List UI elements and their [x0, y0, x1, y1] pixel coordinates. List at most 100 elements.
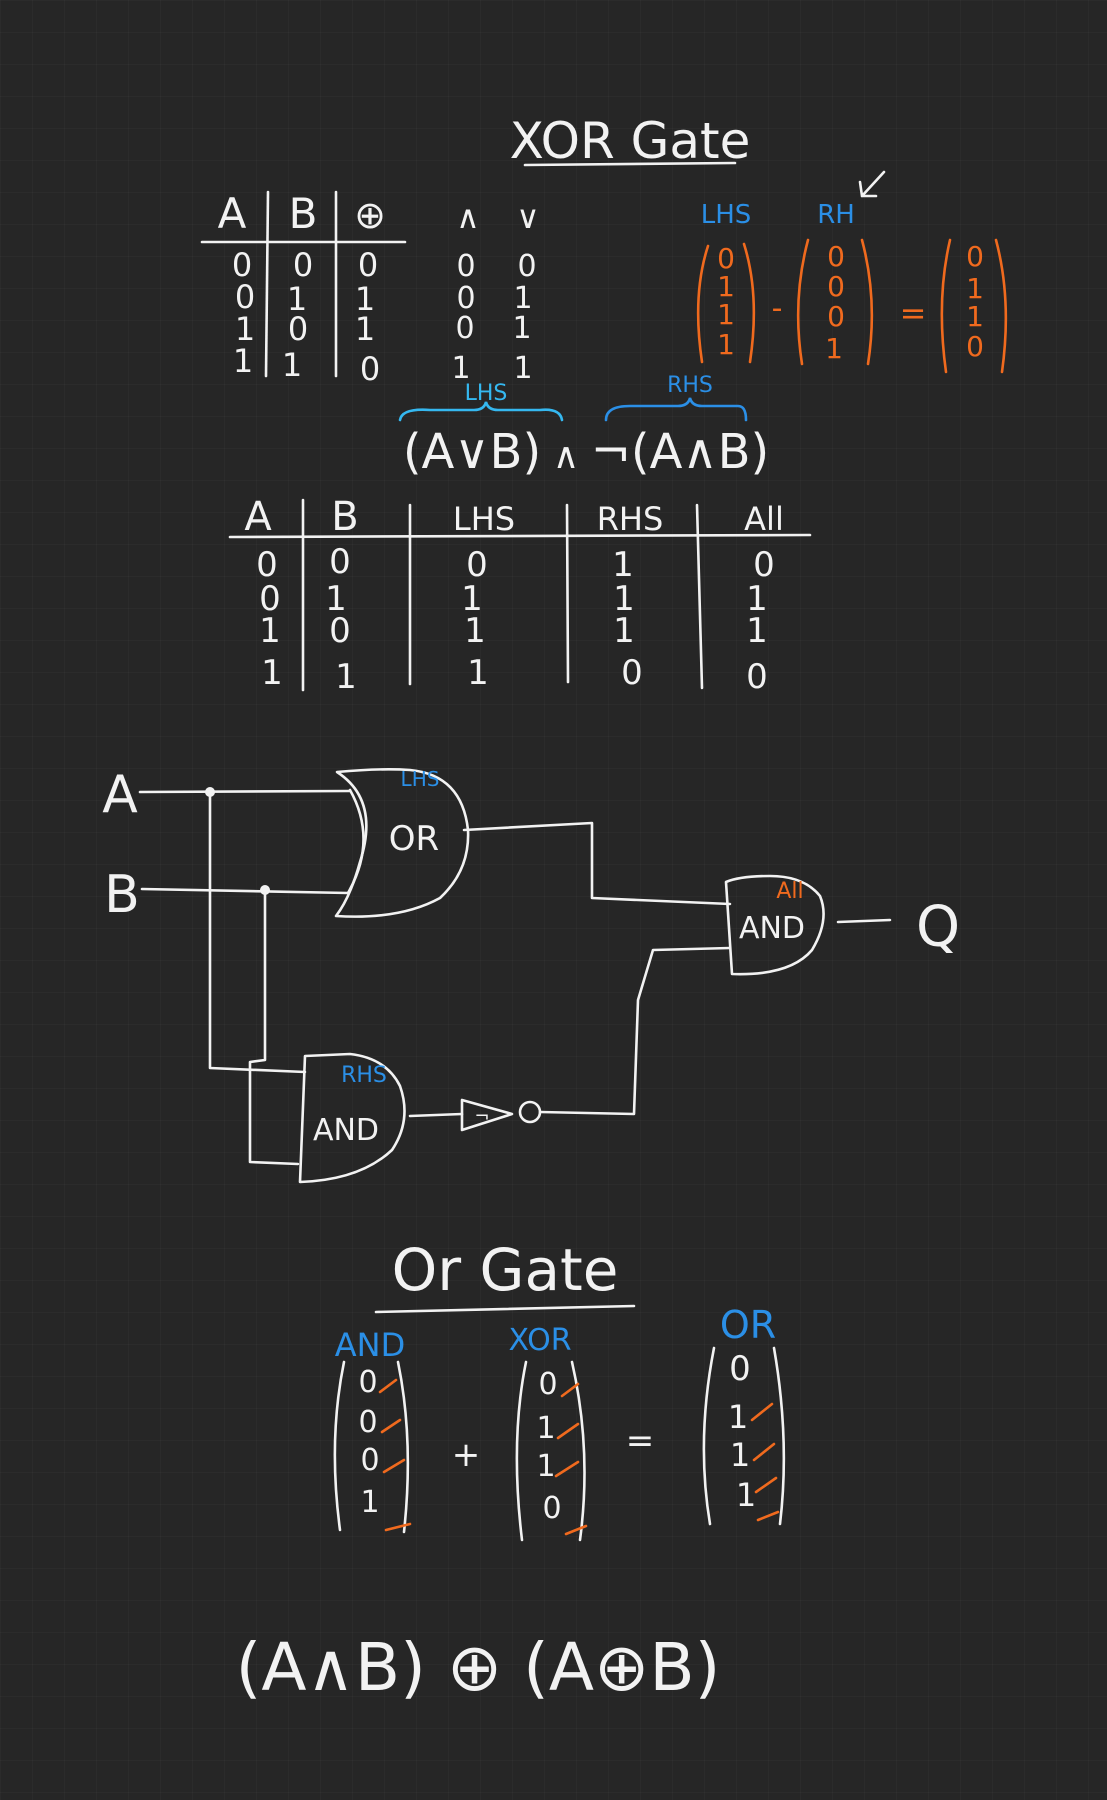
input-a-label: A: [102, 765, 138, 825]
and-gate-out: [724, 874, 825, 976]
t2-r2-l: 1: [461, 579, 483, 619]
t2-r2-x: 1: [746, 579, 768, 619]
t2-r4-x: 0: [746, 657, 768, 697]
t2-header-all: All: [744, 500, 784, 538]
veq2-and-2: 0: [360, 1443, 379, 1478]
veq1-rhs-0: 0: [827, 240, 845, 273]
expr-rhs-label: RHS: [667, 373, 713, 398]
and-gate-rhs: [298, 1052, 406, 1184]
t2-r1-a: 0: [256, 545, 278, 585]
veq2-label-xor: XOR: [508, 1323, 571, 1358]
wire-b-down: [248, 888, 300, 1166]
veq2-xor-0: 0: [538, 1367, 557, 1402]
truth-table-ops: ∧ ∨ 0 0 0 1 0 1 1 1: [451, 198, 539, 386]
vector-equation-xor: LHS RH 0 1 1 1 - 0 0 0 1 = 0 1 1 0: [696, 170, 1008, 374]
t1-r1-x: 0: [358, 246, 378, 284]
t1-header-a: A: [218, 189, 247, 238]
veq2-or-0: 0: [729, 1349, 751, 1389]
veq1-res-0: 0: [966, 240, 984, 273]
wire-a-down: [208, 790, 307, 1074]
veq2-and-0: 0: [358, 1365, 377, 1400]
t2-r1-l: 0: [466, 545, 488, 585]
t2-r2-b: 1: [325, 579, 347, 619]
veq2-xor-3: 0: [542, 1491, 561, 1526]
xor-title-underline: [523, 161, 737, 167]
not-gate-symbol: ¬: [474, 1106, 489, 1127]
output-label: Q: [916, 895, 960, 960]
and-rhs-label: AND: [313, 1113, 379, 1148]
t1-header-b: B: [289, 189, 318, 238]
ops-r4-and: 1: [451, 351, 470, 386]
t2-r3-r: 1: [613, 611, 635, 651]
ops-r1-and: 0: [456, 249, 475, 284]
t2-r1-r: 1: [612, 545, 634, 585]
veq2-equals: =: [626, 1421, 655, 1461]
veq1-res-2: 1: [966, 300, 984, 333]
vector-equation-or: AND XOR OR 0 0 0 1 + 0 1 1 0 = 0 1 1 1: [333, 1303, 786, 1542]
t2-r2-r: 1: [613, 579, 635, 619]
veq1-lhs-0: 0: [717, 242, 735, 275]
t2-header-lhs: LHS: [453, 500, 515, 538]
ops-r4-or: 1: [513, 351, 532, 386]
t2-r4-b: 1: [335, 657, 357, 697]
input-b-label: B: [104, 865, 140, 925]
veq1-minus: -: [772, 291, 783, 326]
t2-header-a: A: [244, 494, 272, 540]
lhs-brace: [398, 401, 564, 422]
t2-r4-r: 0: [621, 653, 643, 693]
xor-strike-marks: [554, 1382, 588, 1536]
or-strike-marks: [750, 1402, 780, 1522]
ops-header-or: ∨: [516, 198, 539, 236]
xor-circuit: A B LHS OR RHS AND ¬ All AND Q: [102, 765, 960, 1184]
veq1-lhs-1: 1: [717, 270, 735, 303]
veq2-and-1: 0: [358, 1405, 377, 1440]
ops-r3-and: 0: [455, 311, 474, 346]
veq2-and-3: 1: [360, 1485, 379, 1520]
t2-header-line: [228, 533, 812, 539]
arrow-icon: [858, 170, 886, 198]
t1-divider-1: [264, 190, 270, 378]
t1-r3-x: 1: [355, 310, 375, 348]
expr-rhs: ¬(A∧B): [591, 424, 770, 480]
xor-expression: LHS RHS (A∨B) ∧ ¬(A∧B): [398, 373, 770, 480]
or-title: Or Gate: [392, 1236, 619, 1304]
veq1-label-lhs: LHS: [701, 200, 752, 230]
veq2-or-3: 1: [736, 1476, 756, 1514]
veq2-xor-2: 1: [536, 1449, 555, 1484]
veq2-or-1: 1: [728, 1398, 748, 1436]
truth-table-xor: A B ⊕ 0 0 0 0 1 1 1 0 1 1 1 0: [200, 189, 407, 388]
wire-output: [836, 918, 892, 924]
wire-not-out: [538, 946, 732, 1116]
or-gate-tag: LHS: [401, 767, 440, 791]
t2-r3-b: 0: [329, 611, 351, 651]
and-strike-marks: [378, 1378, 412, 1532]
ops-header-and: ∧: [456, 198, 479, 236]
t2-r1-x: 0: [753, 545, 775, 585]
t2-header-b: B: [331, 494, 358, 540]
veq2-or-2: 1: [730, 1436, 750, 1474]
t1-r4-a: 1: [233, 342, 253, 380]
ops-r3-or: 1: [512, 311, 531, 346]
not-gate-bubble: [518, 1100, 542, 1124]
veq1-res-3: 0: [966, 330, 984, 363]
t1-r4-b: 1: [282, 346, 302, 384]
t1-r1-a: 0: [232, 246, 252, 284]
rhs-brace: [604, 397, 748, 422]
veq1-label-rhs: RH: [817, 200, 855, 230]
veq2-label-or: OR: [720, 1303, 776, 1347]
t2-r4-a: 1: [261, 653, 283, 693]
t1-r2-x: 1: [355, 280, 375, 318]
final-expression: (A∧B) ⊕ (A⊕B): [236, 1629, 721, 1706]
t1-r2-b: 1: [287, 280, 307, 318]
ops-r1-or: 0: [517, 249, 536, 284]
t2-r3-a: 1: [259, 611, 281, 651]
veq1-lhs-3: 1: [717, 328, 735, 361]
and-out-tag: All: [776, 879, 803, 904]
veq2-plus: +: [452, 1435, 481, 1475]
t2-r1-b: 0: [329, 542, 351, 582]
t1-header-xor: ⊕: [354, 193, 386, 237]
t1-r4-x: 0: [360, 350, 380, 388]
expr-and: ∧: [553, 436, 579, 477]
t2-divider-4: [695, 503, 704, 690]
